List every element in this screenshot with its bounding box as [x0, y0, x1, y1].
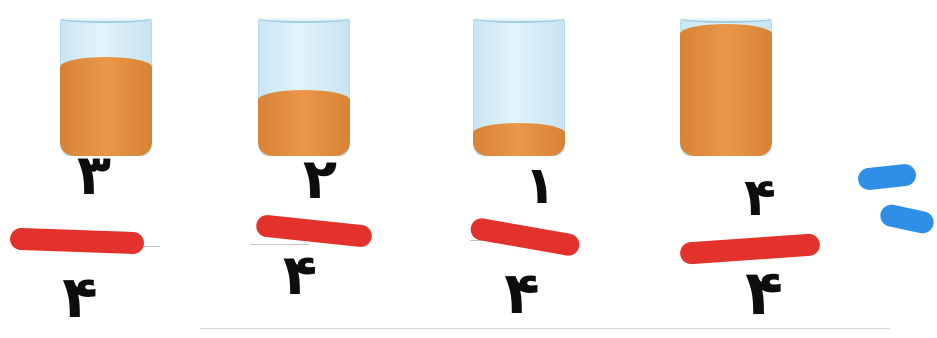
- glass-rim: [680, 18, 772, 23]
- numerator-4: ۴: [744, 172, 776, 224]
- equals-sign-top: [857, 163, 917, 191]
- glass-2: [258, 18, 350, 156]
- glass-liquid: [680, 24, 772, 156]
- glass-1: [60, 18, 152, 156]
- glass-rim: [473, 18, 565, 23]
- equals-sign-bottom: [878, 203, 935, 236]
- fraction-bar-3: [469, 217, 581, 258]
- glass-4: [680, 18, 772, 156]
- glass-rim: [60, 18, 152, 23]
- glass-3: [473, 18, 565, 156]
- glass-rim: [258, 18, 350, 23]
- numerator-2: ٢: [303, 152, 337, 208]
- denominator-4: ۴: [745, 262, 783, 324]
- denominator-2: ۴: [283, 248, 317, 304]
- guide-line: [200, 328, 890, 329]
- fraction-bar-1: [10, 228, 145, 255]
- glass-liquid: [473, 123, 565, 156]
- numerator-1: ٣: [77, 148, 111, 204]
- denominator-1: ۴: [62, 268, 97, 326]
- denominator-3: ۴: [504, 264, 539, 322]
- glass-liquid: [60, 57, 152, 156]
- numerator-3: ١: [524, 160, 556, 212]
